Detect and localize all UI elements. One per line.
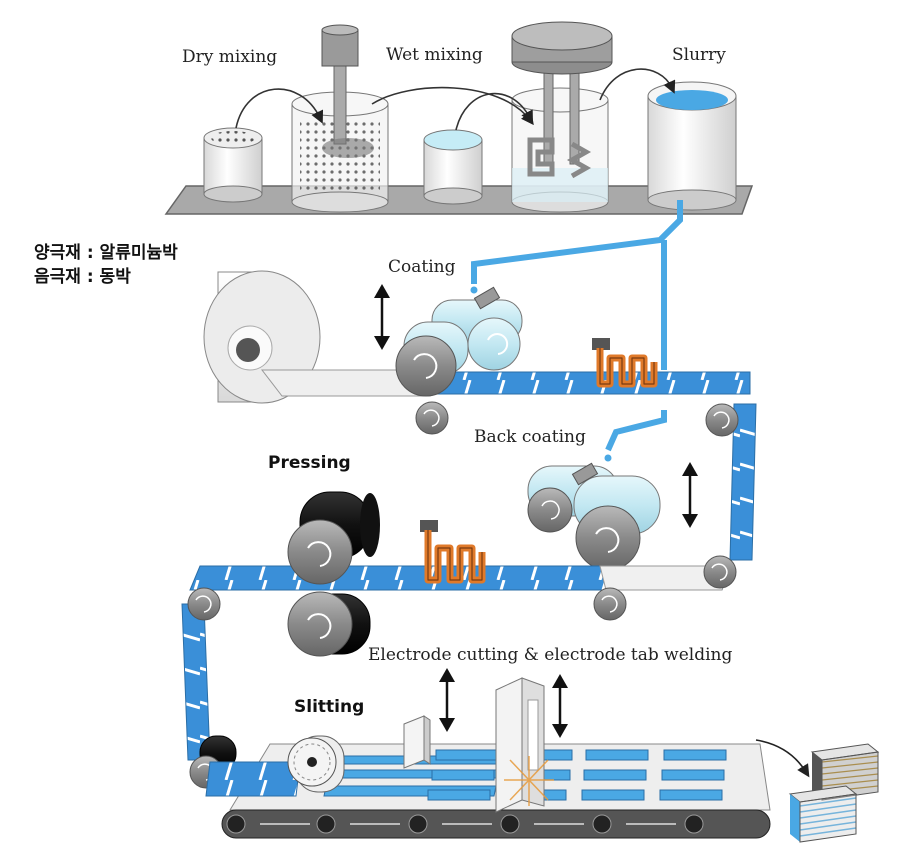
slurry-pipes xyxy=(470,200,683,462)
conveyor-wheels xyxy=(226,814,704,834)
label-wet-mixing: Wet mixing xyxy=(386,45,483,65)
wet-mixer xyxy=(511,21,613,213)
solvent-canister xyxy=(423,129,483,205)
welder-updown-arrow xyxy=(552,674,568,738)
coating-updown-arrow xyxy=(374,284,390,350)
powder-canister xyxy=(203,127,263,203)
back-coating-updown-arrow xyxy=(682,462,698,528)
belt-roller-mid-bottom xyxy=(593,587,627,621)
mixing-station: Dry mixing Wet mixing Slurry xyxy=(164,21,754,215)
cutting-blade xyxy=(403,715,431,769)
left-electrode-belt xyxy=(181,603,211,761)
electrode-stack-front xyxy=(788,785,858,843)
label-cutting-welding: Electrode cutting & electrode tab weldin… xyxy=(368,645,732,665)
label-anode-foil: 음극재 : 동박 xyxy=(34,267,131,287)
arrow-to-electrode-stacks xyxy=(755,739,810,778)
label-slitting: Slitting xyxy=(294,697,364,717)
label-cathode-foil: 양극재 : 알류미늄박 xyxy=(34,243,178,263)
dryer-heater-upper xyxy=(592,338,658,388)
tab-welding-unit xyxy=(495,677,554,813)
belt-roller-left-top xyxy=(187,587,221,621)
cutter-updown-arrow xyxy=(439,668,455,732)
belt-roller-right-top xyxy=(705,403,739,437)
label-pressing: Pressing xyxy=(268,453,351,473)
label-back-coating: Back coating xyxy=(474,427,586,447)
belt-roller-right-mid xyxy=(703,555,737,589)
arrow-dry-to-wet xyxy=(371,86,534,126)
back-coating-head xyxy=(527,462,661,571)
arrow-solvent-to-wet xyxy=(455,92,533,131)
dryer-heater-lower xyxy=(420,520,486,584)
pressing-rollers xyxy=(287,491,380,657)
arrow-powder-to-dry-mixer xyxy=(235,88,324,129)
slitter-roll xyxy=(287,735,345,793)
label-slurry: Slurry xyxy=(672,45,726,65)
label-coating: Coating xyxy=(388,257,456,277)
dry-mixer xyxy=(291,24,389,213)
slurry-tank xyxy=(647,81,737,211)
arrow-wet-to-slurry xyxy=(599,68,676,101)
label-dry-mixing: Dry mixing xyxy=(182,47,277,67)
coating-head xyxy=(395,286,523,435)
